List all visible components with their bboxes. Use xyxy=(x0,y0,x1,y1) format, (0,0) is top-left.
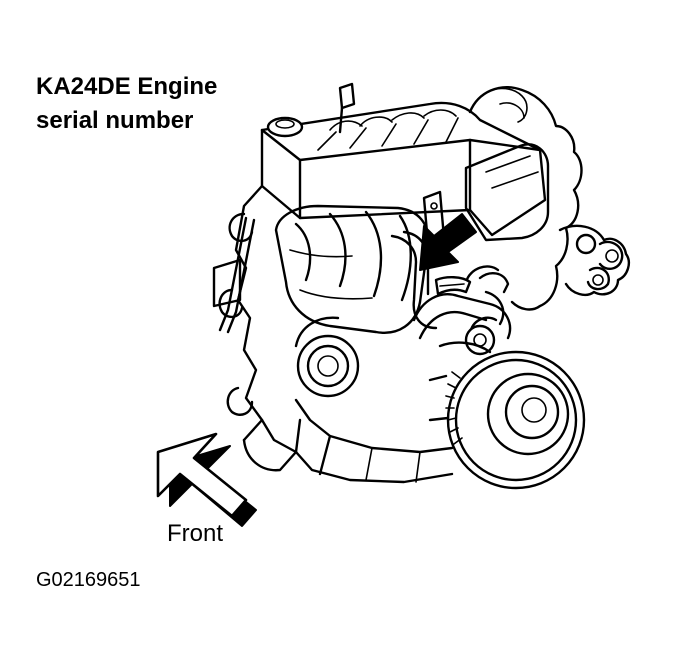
direction-arrow-icon xyxy=(156,432,257,527)
diagram-title: KA24DE Engine serial number xyxy=(36,70,217,138)
title-line-1: KA24DE Engine xyxy=(36,73,218,100)
title-line-2: serial number xyxy=(36,107,194,134)
front-label: Front xyxy=(167,520,224,547)
pointer-arrow-icon xyxy=(419,213,477,271)
figure-id: G02169651 xyxy=(36,569,141,591)
engine-illustration xyxy=(212,82,630,490)
